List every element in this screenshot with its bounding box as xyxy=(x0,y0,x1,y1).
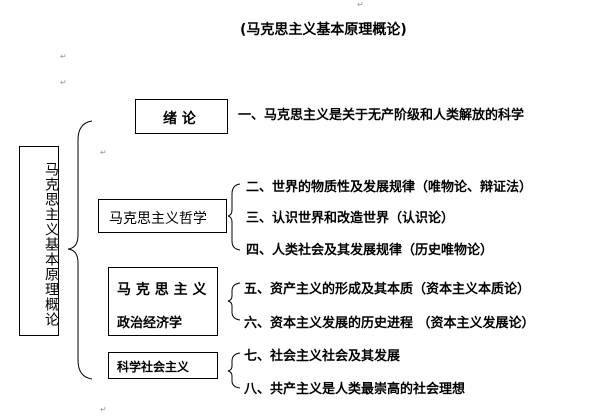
item-4: 四、人类社会及其发展规律（历史唯物论） xyxy=(246,243,494,258)
philosophy-brace-icon xyxy=(227,183,241,251)
philosophy-box: 马克思主义哲学 xyxy=(98,199,227,233)
item-6: 六、资本主义发展的历史进程 （资本主义发展论） xyxy=(244,316,535,331)
socialism-label: 科学社会主义 xyxy=(117,360,190,374)
economics-box: 马 克 思 主 义 政治经济学 xyxy=(108,267,218,336)
paragraph-mark-icon: ↵ xyxy=(100,148,107,157)
paragraph-mark-icon: ↵ xyxy=(100,405,107,414)
item-5: 五、资产主义的形成及其本质（资本主义本质论） xyxy=(244,282,531,297)
item-1: 一、马克思主义是关于无产阶级和人类解放的科学 xyxy=(238,108,525,123)
socialism-box: 科学社会主义 xyxy=(108,352,218,379)
item-8: 八、共产主义是人类最崇高的社会理想 xyxy=(244,382,466,397)
paragraph-mark-icon: ↵ xyxy=(60,52,67,61)
main-brace-icon xyxy=(67,120,93,380)
item-3: 三、认识世界和改造世界（认识论） xyxy=(246,211,455,226)
socialism-brace-icon xyxy=(227,352,241,389)
root-box: 马克思主义基本原理概论 xyxy=(19,146,59,336)
paragraph-mark-icon: ↵ xyxy=(357,0,364,9)
intro-box: 绪 论 xyxy=(135,99,228,134)
item-7: 七、社会主义社会及其发展 xyxy=(244,349,401,364)
document-title: (马克思主义基本原理概论) xyxy=(240,22,407,38)
economics-brace-icon xyxy=(227,282,241,321)
paragraph-mark-icon: ↵ xyxy=(60,78,67,87)
intro-label: 绪 论 xyxy=(163,111,196,127)
economics-label-line1: 马 克 思 主 义 xyxy=(117,282,207,298)
item-2: 二、世界的物质性及发展规律（唯物论、辩证法） xyxy=(246,180,533,195)
economics-label-line2: 政治经济学 xyxy=(117,316,183,331)
philosophy-label: 马克思主义哲学 xyxy=(109,211,207,227)
